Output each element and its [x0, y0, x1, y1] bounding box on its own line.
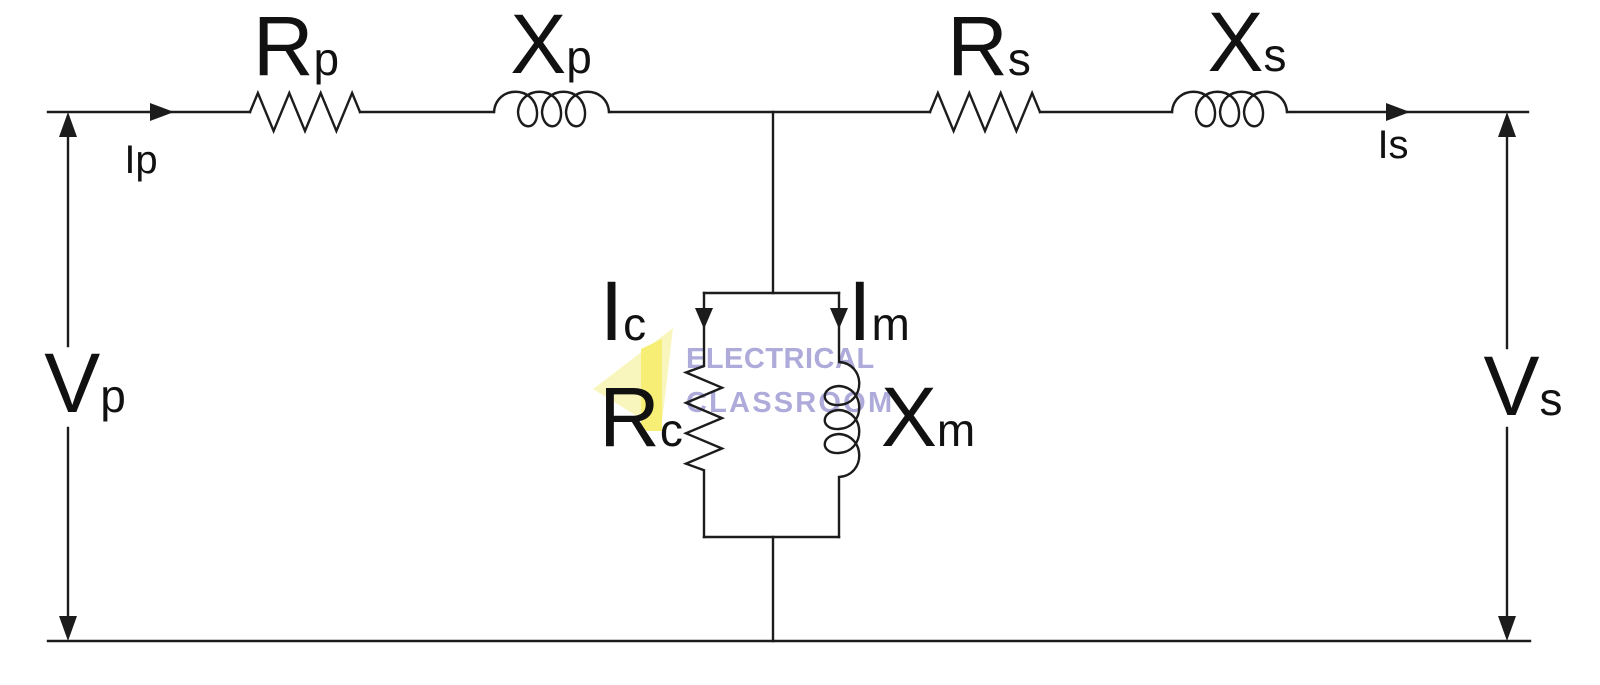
label-rp-base: R	[252, 0, 314, 93]
vp-arrowhead-top	[59, 112, 77, 137]
label-xp-sub: p	[566, 31, 592, 83]
logo-bar	[641, 339, 662, 431]
resistor-rs	[928, 89, 1042, 135]
is-current-arrowhead	[1386, 103, 1410, 121]
watermark-line1: ELECTRICAL	[686, 343, 875, 375]
label-rc-sub: c	[659, 404, 683, 456]
vp-arrowhead-bottom	[59, 616, 77, 641]
ic-current-arrowhead	[695, 308, 713, 329]
label-is-text: Is	[1377, 123, 1409, 167]
inductor-xs	[1170, 90, 1289, 128]
label-vs-sub: s	[1539, 373, 1563, 425]
ip-current-arrowhead	[150, 103, 174, 121]
resistor-rp	[248, 89, 362, 135]
label-vp-sub: p	[100, 370, 126, 422]
label-xp-base: X	[510, 0, 567, 91]
label-xm-base: X	[880, 370, 937, 464]
label-rp-sub: p	[313, 33, 340, 85]
core-loss-branch-resistor-rc	[682, 291, 726, 539]
vs-arrowhead-top	[1498, 112, 1516, 137]
label-im-sub: m	[871, 298, 910, 350]
label-ip: Ip	[124, 140, 157, 180]
label-ic-sub: c	[623, 298, 647, 350]
label-im-base: I	[848, 264, 872, 358]
label-ip-text: Ip	[124, 138, 158, 182]
im-current-arrowhead	[830, 308, 848, 329]
label-rs-sub: s	[1007, 33, 1031, 85]
label-vp-base: V	[44, 336, 101, 430]
label-xm-sub: m	[936, 404, 976, 456]
label-rc-base: R	[599, 370, 660, 464]
label-xs-sub: s	[1263, 29, 1287, 81]
label-is: Is	[1377, 125, 1408, 165]
inductor-xp	[492, 90, 611, 128]
vs-arrowhead-bottom	[1498, 616, 1516, 641]
label-vs-base: V	[1483, 339, 1540, 433]
label-ic-base: I	[599, 264, 624, 358]
label-xs-base: X	[1207, 0, 1264, 89]
magnetizing-branch-inductor-xm	[823, 291, 861, 539]
label-rs-base: R	[947, 0, 1008, 93]
